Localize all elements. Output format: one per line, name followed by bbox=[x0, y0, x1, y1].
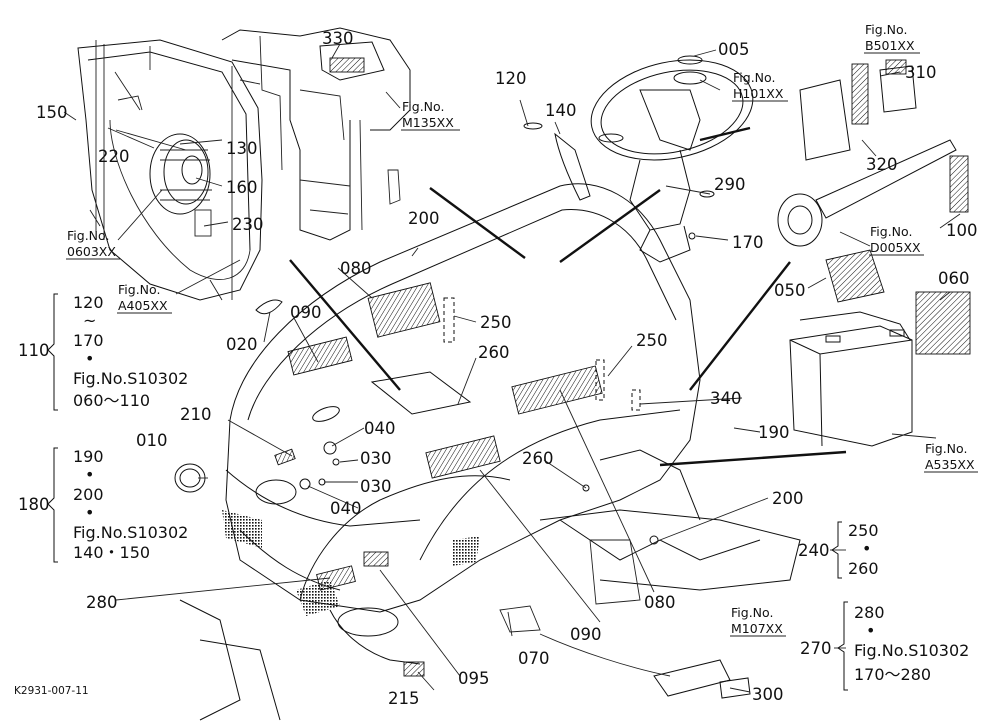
label-095: 095 bbox=[458, 669, 490, 688]
label-040-bottom: 040 bbox=[330, 499, 362, 518]
label-080-bottom: 080 bbox=[644, 593, 676, 612]
group-110-line-2: ~ bbox=[83, 311, 96, 330]
label-250-right: 250 bbox=[636, 331, 668, 350]
group-270-line-3: Fig.No.S10302 bbox=[854, 641, 969, 660]
group-110: 110 120 ~ 170 • Fig.No.S10302 060～110 bbox=[18, 293, 188, 410]
group-180: 180 190 • 200 • Fig.No.S10302 140・150 bbox=[18, 447, 188, 562]
fig-code-a535: A535XX bbox=[925, 457, 975, 472]
group-110-key: 110 bbox=[18, 341, 50, 360]
group-180-key: 180 bbox=[18, 495, 50, 514]
fig-code-m135: M135XX bbox=[402, 115, 454, 130]
fig-label-m135: Fig.No. bbox=[402, 99, 444, 114]
label-310: 310 bbox=[905, 63, 937, 82]
label-210: 210 bbox=[180, 405, 212, 424]
leader-lines bbox=[63, 43, 961, 693]
group-180-line-5: Fig.No.S10302 bbox=[73, 523, 188, 542]
label-160: 160 bbox=[226, 178, 258, 197]
battery-drawing bbox=[777, 59, 971, 447]
group-240: 240 250 • 260 bbox=[798, 521, 879, 578]
label-280: 280 bbox=[86, 593, 118, 612]
frame-drawing bbox=[221, 27, 411, 241]
fig-code-0603: 0603XX bbox=[67, 244, 116, 259]
fig-label-h101: Fig.No. bbox=[733, 70, 775, 85]
group-240-line-1: 250 bbox=[848, 521, 879, 540]
group-270: 270 280 • Fig.No.S10302 170～280 bbox=[800, 603, 969, 684]
label-070: 070 bbox=[518, 649, 550, 668]
fig-label-m107: Fig.No. bbox=[731, 605, 773, 620]
fig-label-d005: Fig.No. bbox=[870, 224, 912, 239]
label-120: 120 bbox=[495, 69, 527, 88]
label-090-top: 090 bbox=[290, 303, 322, 322]
fig-code-b501: B501XX bbox=[865, 38, 915, 53]
label-340: 340 bbox=[710, 389, 742, 408]
group-270-line-4: 170～280 bbox=[854, 665, 931, 684]
label-250-left: 250 bbox=[480, 313, 512, 332]
group-240-key: 240 bbox=[798, 541, 830, 560]
label-030-top: 030 bbox=[360, 449, 392, 468]
fig-references: Fig.No. B501XX Fig.No. H101XX Fig.No. M1… bbox=[66, 22, 978, 637]
label-330: 330 bbox=[322, 29, 354, 48]
label-170: 170 bbox=[732, 233, 764, 252]
label-300: 300 bbox=[752, 685, 784, 704]
group-270-line-2: • bbox=[866, 621, 875, 640]
label-215: 215 bbox=[388, 689, 420, 708]
label-260-top: 260 bbox=[478, 343, 510, 362]
group-180-line-2: • bbox=[85, 465, 94, 484]
label-100: 100 bbox=[946, 221, 978, 240]
drawing-code: K2931-007-11 bbox=[14, 685, 89, 697]
radiator-shroud-drawing bbox=[77, 39, 263, 301]
label-290: 290 bbox=[714, 175, 746, 194]
label-040-top: 040 bbox=[364, 419, 396, 438]
fig-code-h101: H101XX bbox=[733, 86, 784, 101]
group-110-line-5: Fig.No.S10302 bbox=[73, 369, 188, 388]
label-060: 060 bbox=[938, 269, 970, 288]
fig-label-a535: Fig.No. bbox=[925, 441, 967, 456]
label-030-bottom: 030 bbox=[360, 477, 392, 496]
fig-code-a405: A405XX bbox=[118, 298, 168, 313]
group-110-line-1: 120 bbox=[73, 293, 104, 312]
label-320: 320 bbox=[866, 155, 898, 174]
label-010: 010 bbox=[136, 431, 168, 450]
fig-label-b501: Fig.No. bbox=[865, 22, 907, 37]
label-130: 130 bbox=[226, 139, 258, 158]
label-200-top: 200 bbox=[408, 209, 440, 228]
label-190: 190 bbox=[758, 423, 790, 442]
label-260-middle: 260 bbox=[522, 449, 554, 468]
label-150: 150 bbox=[36, 103, 68, 122]
label-140: 140 bbox=[545, 101, 577, 120]
group-180-line-1: 190 bbox=[73, 447, 104, 466]
group-180-line-4: • bbox=[85, 503, 94, 522]
group-270-key: 270 bbox=[800, 639, 832, 658]
group-240-line-2: • bbox=[862, 539, 871, 558]
fig-label-0603: Fig.No. bbox=[67, 228, 109, 243]
steering-wheel-drawing bbox=[523, 55, 754, 263]
group-110-line-3: 170 bbox=[73, 331, 104, 350]
arrow-lines bbox=[289, 126, 847, 677]
chassis-drawing bbox=[179, 449, 801, 721]
group-240-line-3: 260 bbox=[848, 559, 879, 578]
fig-code-d005: D005XX bbox=[870, 240, 921, 255]
group-180-line-3: 200 bbox=[73, 485, 104, 504]
group-180-line-6: 140・150 bbox=[73, 543, 150, 562]
group-brackets bbox=[47, 293, 848, 691]
label-220: 220 bbox=[98, 147, 130, 166]
fig-code-m107: M107XX bbox=[731, 621, 783, 636]
group-270-line-1: 280 bbox=[854, 603, 885, 622]
part-labels: 150 220 130 160 230 330 005 120 140 290 … bbox=[36, 29, 978, 708]
group-110-line-6: 060～110 bbox=[73, 391, 150, 410]
hood-drawing bbox=[174, 183, 701, 677]
label-230: 230 bbox=[232, 215, 264, 234]
label-020: 020 bbox=[226, 335, 258, 354]
label-080-top: 080 bbox=[340, 259, 372, 278]
group-110-line-4: • bbox=[85, 349, 94, 368]
fig-label-a405: Fig.No. bbox=[118, 282, 160, 297]
label-090-bottom: 090 bbox=[570, 625, 602, 644]
label-200-right: 200 bbox=[772, 489, 804, 508]
label-005: 005 bbox=[718, 40, 750, 59]
label-050: 050 bbox=[774, 281, 806, 300]
